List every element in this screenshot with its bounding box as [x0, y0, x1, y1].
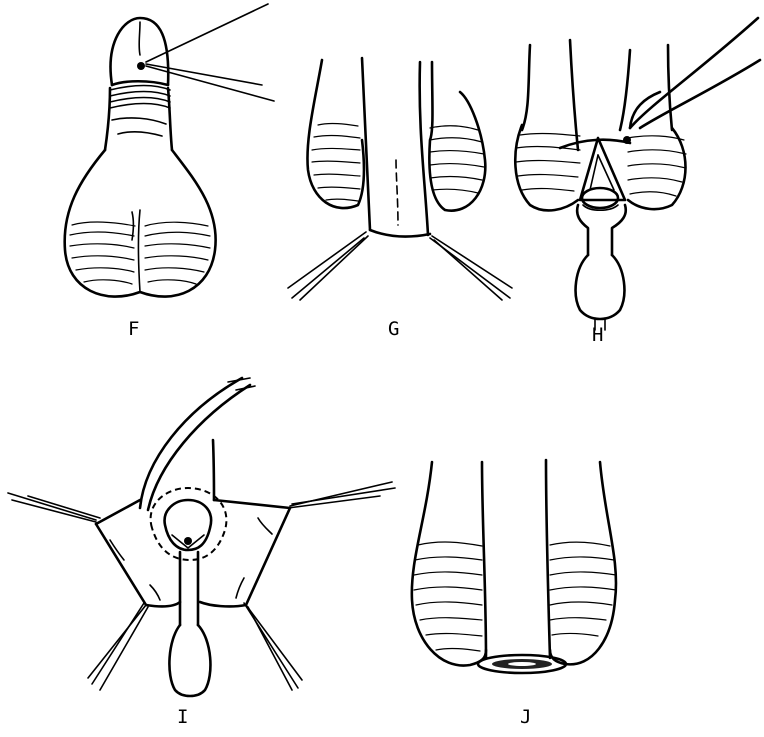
panel-g-drawing	[288, 58, 512, 300]
panel-label-j: J	[520, 706, 531, 728]
panel-label-g: G	[388, 318, 399, 340]
panel-label-h: H	[592, 324, 603, 346]
panel-f-drawing	[65, 4, 274, 297]
panel-j-drawing	[412, 460, 616, 673]
panel-label-f: F	[128, 318, 139, 340]
panel-label-i: I	[177, 706, 188, 728]
panel-i-drawing	[8, 378, 395, 696]
panel-h-drawing	[515, 18, 760, 330]
